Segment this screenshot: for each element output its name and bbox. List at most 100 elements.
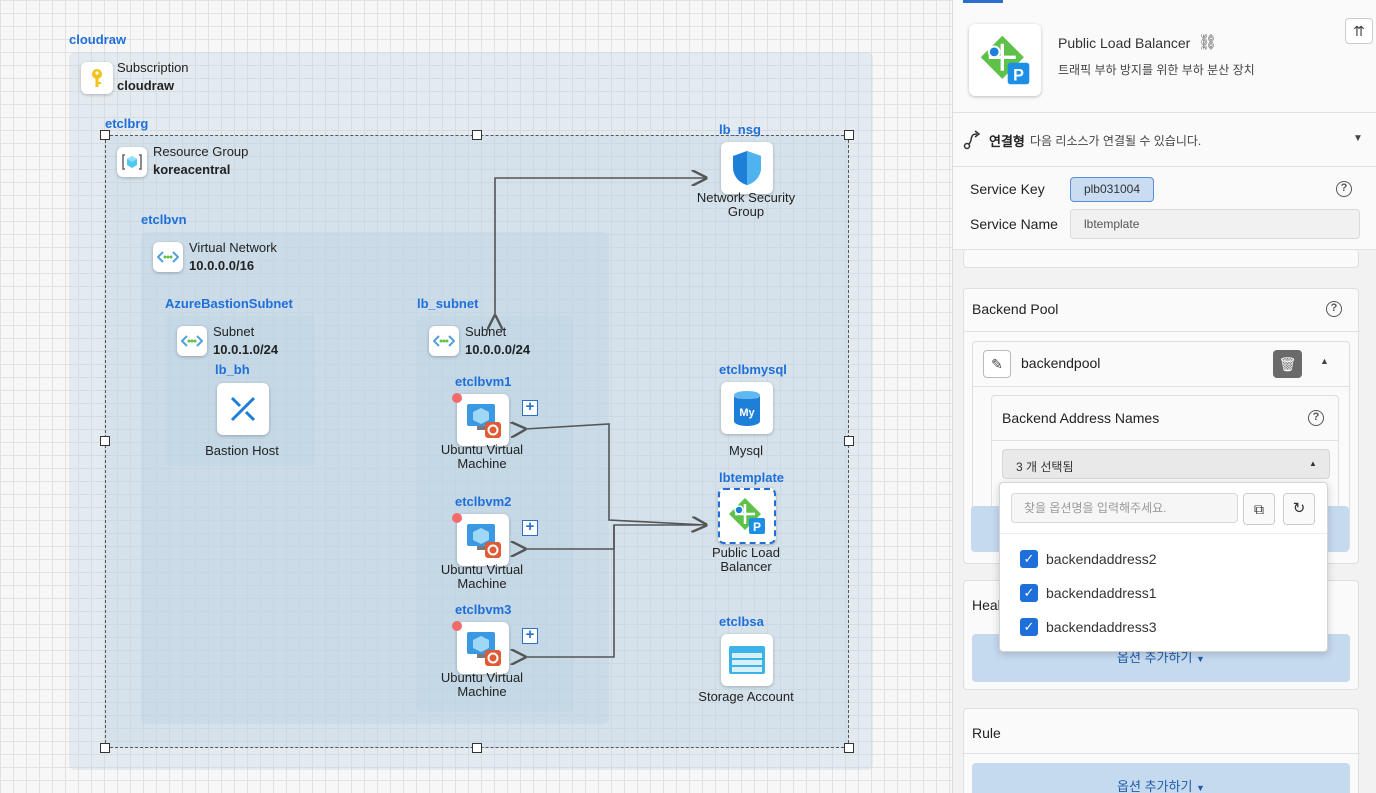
resource-group-icon	[117, 147, 147, 177]
storage-label: etclbsa	[719, 614, 764, 629]
resource-group-name: koreacentral	[153, 162, 231, 177]
vm2-name: Ubuntu Virtual Machine	[440, 562, 524, 591]
lb-name: Public Load Balancer	[712, 545, 780, 574]
vm3-node[interactable]	[457, 622, 509, 674]
resource-title: Public Load Balancer	[1058, 35, 1191, 51]
resource-group-title: Resource Group	[153, 144, 249, 159]
help-icon[interactable]: ?	[1308, 410, 1324, 426]
resize-handle[interactable]	[100, 743, 110, 753]
help-icon[interactable]: ?	[1326, 301, 1342, 317]
lb-label: lbtemplate	[719, 470, 785, 485]
storage-node[interactable]	[721, 634, 773, 686]
divider	[992, 440, 1338, 441]
status-dot	[452, 513, 462, 523]
checkbox-checked-icon[interactable]: ✓	[1020, 550, 1038, 568]
bastion-subnet-label: AzureBastionSubnet	[165, 296, 293, 311]
bastion-subnet-title: Subnet	[213, 324, 255, 339]
vm1-label: etclbvm1	[455, 374, 512, 389]
collapsed-card-edge	[963, 250, 1359, 268]
resize-handle[interactable]	[100, 130, 110, 140]
vm2-node[interactable]	[457, 514, 509, 566]
resize-handle[interactable]	[844, 743, 854, 753]
address-options-popover: 찾을 옵션명을 입력해주세요. ⧉ ↻ ✓ backendaddress2 ✓ …	[999, 482, 1328, 652]
resize-handle[interactable]	[844, 130, 854, 140]
collapse-top-icon[interactable]: ⇈	[1345, 18, 1373, 44]
backend-pool-name: backendpool	[1021, 355, 1101, 371]
divider	[953, 112, 1376, 113]
connect-label: 연결형	[989, 134, 1025, 149]
checkbox-checked-icon[interactable]: ✓	[1020, 584, 1038, 602]
rule-title: Rule	[972, 725, 1001, 741]
address-names-title: Backend Address Names	[1002, 410, 1160, 426]
option-item[interactable]: ✓ backendaddress3	[1000, 610, 1327, 644]
rule-card: Rule 옵션 추가하기 ▼	[963, 708, 1360, 793]
load-balancer-node[interactable]: P	[718, 488, 776, 544]
vm3-name: Ubuntu Virtual Machine	[440, 670, 524, 699]
resize-handle[interactable]	[844, 436, 854, 446]
divider	[964, 331, 1360, 332]
load-balancer-icon: P	[969, 24, 1041, 96]
health-title: Heal	[972, 597, 1001, 613]
key-icon	[81, 62, 113, 94]
chevron-up-icon[interactable]: ▲	[1320, 356, 1329, 366]
subscription-name: cloudraw	[117, 78, 175, 93]
add-icon[interactable]: +	[522, 627, 538, 644]
resize-handle[interactable]	[100, 436, 110, 446]
vm3-label: etclbvm3	[455, 602, 512, 617]
divider	[953, 166, 1376, 167]
vnet-icon	[153, 242, 183, 272]
rule-add-option-button[interactable]: 옵션 추가하기 ▼	[972, 763, 1350, 793]
address-names-select[interactable]: 3 개 선택됨 ▲	[1002, 449, 1330, 479]
connector-nsg	[495, 178, 706, 316]
diagram-canvas[interactable]: cloudraw Subscription cloudraw etclbrg R…	[0, 0, 952, 793]
vm1-name: Ubuntu Virtual Machine	[440, 442, 524, 471]
select-all-icon[interactable]: ⧉	[1243, 493, 1275, 525]
bastion-subnet-cidr: 10.0.1.0/24	[213, 342, 279, 357]
chevron-up-icon: ▲	[1309, 459, 1317, 468]
link-icon[interactable]: ⛓	[1198, 34, 1218, 51]
service-name-input[interactable]: lbtemplate	[1070, 209, 1360, 239]
refresh-icon[interactable]: ↻	[1283, 493, 1315, 525]
subnet-icon	[429, 326, 459, 356]
bastion-host-node[interactable]	[217, 383, 269, 435]
caret-down-icon: ▼	[1196, 654, 1205, 664]
properties-panel: ⇈ P Public Load Balancer ⛓ 트래픽 부하 방지를 위한…	[952, 0, 1376, 793]
subscription-title: Subscription	[117, 60, 189, 75]
option-search-input[interactable]: 찾을 옵션명을 입력해주세요.	[1011, 493, 1238, 523]
status-dot	[452, 621, 462, 631]
resource-description: 트래픽 부하 방지를 위한 부하 분산 장치	[1058, 63, 1255, 77]
connector-layer	[0, 0, 952, 793]
option-label: backendaddress3	[1046, 619, 1157, 635]
select-value: 3 개 선택됨	[1016, 460, 1074, 474]
mysql-node[interactable]: My	[721, 382, 773, 434]
option-label: backendaddress1	[1046, 585, 1157, 601]
subnet-icon	[177, 326, 207, 356]
option-label: backendaddress2	[1046, 551, 1157, 567]
nsg-node[interactable]	[721, 142, 773, 194]
nsg-name: Network Security Group	[696, 190, 796, 219]
status-dot	[452, 393, 462, 403]
add-icon[interactable]: +	[522, 399, 538, 416]
help-icon[interactable]: ?	[1336, 181, 1352, 197]
connect-description: 다음 리소스가 연결될 수 있습니다.	[1030, 134, 1202, 148]
trash-icon[interactable]: 🗑	[1273, 350, 1302, 378]
vm1-node[interactable]	[457, 394, 509, 446]
resize-handle[interactable]	[472, 743, 482, 753]
rule-add-label: 옵션 추가하기	[1117, 779, 1193, 793]
connect-row[interactable]: 연결형 다음 리소스가 연결될 수 있습니다. ▼	[953, 120, 1376, 160]
caret-down-icon: ▼	[1196, 783, 1205, 793]
option-item[interactable]: ✓ backendaddress2	[1000, 542, 1327, 576]
service-key-value[interactable]: plb031004	[1070, 177, 1154, 202]
resource-group-label: etclbrg	[105, 116, 149, 131]
connect-icon	[963, 130, 981, 150]
chevron-down-icon[interactable]: ▼	[1353, 133, 1363, 144]
checkbox-checked-icon[interactable]: ✓	[1020, 618, 1038, 636]
resize-handle[interactable]	[472, 130, 482, 140]
nsg-label: lb_nsg	[719, 122, 761, 137]
mysql-label: etclbmysql	[719, 362, 787, 377]
storage-name: Storage Account	[698, 689, 794, 704]
edit-icon[interactable]: ✎	[983, 350, 1011, 378]
option-item[interactable]: ✓ backendaddress1	[1000, 576, 1327, 610]
divider	[964, 753, 1360, 754]
vnet-label: etclbvn	[141, 212, 187, 227]
